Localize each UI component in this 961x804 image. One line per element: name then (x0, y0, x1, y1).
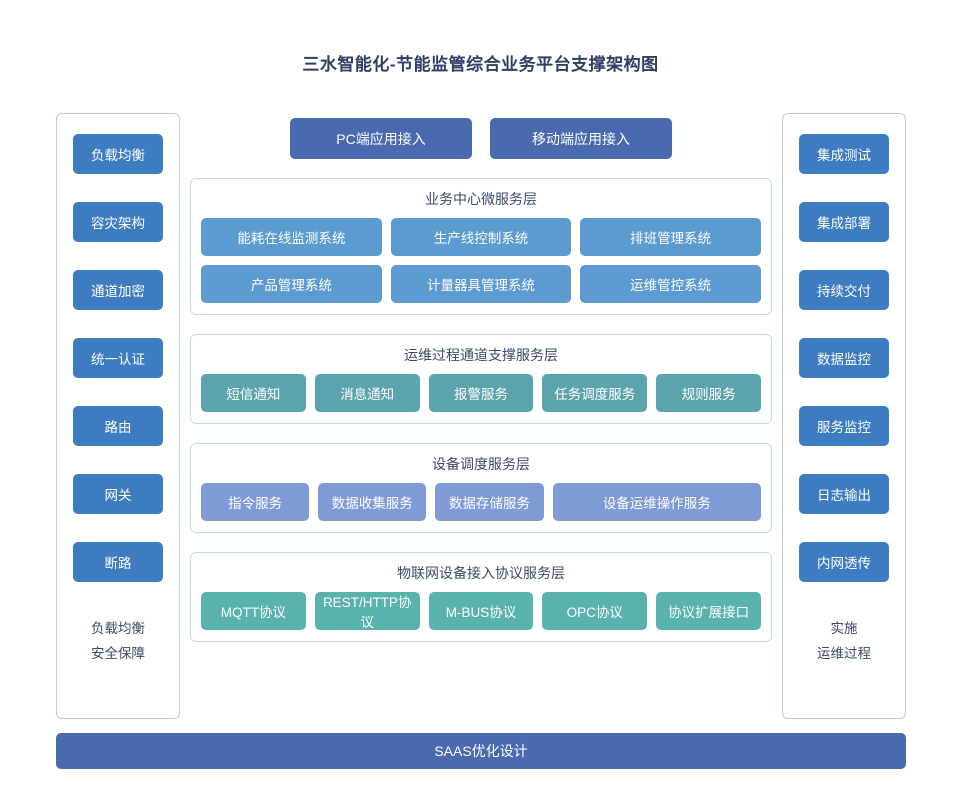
pc-access-button[interactable]: PC端应用接入 (290, 118, 472, 159)
layer-title-business-center: 业务中心微服务层 (425, 191, 537, 207)
sidebar-item-data-monitoring[interactable]: 数据监控 (799, 338, 889, 378)
sidebar-item-circuit-breaker[interactable]: 断路 (73, 542, 163, 582)
layer-title-device-scheduling: 设备调度服务层 (432, 456, 530, 472)
layer-title-ops-channel-support: 运维过程通道支撑服务层 (404, 347, 558, 363)
service-shift-management[interactable]: 排班管理系统 (580, 218, 762, 256)
sidebar-item-integration-test[interactable]: 集成测试 (799, 134, 889, 174)
layer-ops-channel-support: 运维过程通道支撑服务层 短信通知 消息通知 报警服务 任务调度服务 规则服务 (190, 334, 772, 424)
right-column-footer-line1: 实施 (830, 621, 858, 636)
protocol-mbus[interactable]: M-BUS协议 (428, 592, 534, 630)
sidebar-item-integration-deploy[interactable]: 集成部署 (799, 202, 889, 242)
sidebar-item-unified-auth[interactable]: 统一认证 (73, 338, 163, 378)
layer-device-scheduling: 设备调度服务层 指令服务 数据收集服务 数据存储服务 设备运维操作服务 (190, 443, 772, 533)
layer-business-center: 业务中心微服务层 能耗在线监测系统 生产线控制系统 排班管理系统 产品管理系统 … (190, 178, 772, 315)
protocol-rest-http[interactable]: REST/HTTP协议 (314, 592, 420, 630)
right-support-column: 集成测试 集成部署 持续交付 数据监控 服务监控 日志输出 内网透传 实施 运维… (782, 113, 906, 719)
right-column-footer: 实施 运维过程 (817, 616, 871, 666)
service-alarm[interactable]: 报警服务 (428, 374, 534, 412)
layer-title-iot-protocol-access: 物联网设备接入协议服务层 (397, 565, 565, 581)
center-stack: PC端应用接入 移动端应用接入 业务中心微服务层 能耗在线监测系统 生产线控制系… (190, 113, 772, 719)
layer-row: 产品管理系统 计量器具管理系统 运维管控系统 (201, 265, 762, 303)
service-product-management[interactable]: 产品管理系统 (201, 265, 382, 303)
sidebar-item-gateway[interactable]: 网关 (73, 474, 163, 514)
page-title: 三水智能化-节能监管综合业务平台支撑架构图 (302, 55, 659, 74)
sidebar-item-continuous-delivery[interactable]: 持续交付 (799, 270, 889, 310)
left-column-footer-line1: 负载均衡 (91, 621, 145, 636)
service-sms-notification[interactable]: 短信通知 (201, 374, 306, 412)
layer-iot-protocol-access: 物联网设备接入协议服务层 MQTT协议 REST/HTTP协议 M-BUS协议 … (190, 552, 772, 642)
service-ops-control[interactable]: 运维管控系统 (580, 265, 762, 303)
sidebar-item-service-monitoring[interactable]: 服务监控 (799, 406, 889, 446)
layer-row: 短信通知 消息通知 报警服务 任务调度服务 规则服务 (201, 374, 761, 412)
layer-row: MQTT协议 REST/HTTP协议 M-BUS协议 OPC协议 协议扩展接口 (201, 592, 761, 630)
saas-optimization-bar[interactable]: SAAS优化设计 (56, 733, 906, 769)
architecture-diagram: 负载均衡 容灾架构 通道加密 统一认证 路由 网关 断路 负载均衡 安全保障 P… (56, 113, 906, 719)
left-support-column: 负载均衡 容灾架构 通道加密 统一认证 路由 网关 断路 负载均衡 安全保障 (56, 113, 180, 719)
service-data-collection[interactable]: 数据收集服务 (318, 483, 427, 521)
right-column-footer-line2: 运维过程 (817, 646, 871, 661)
sidebar-item-channel-encryption[interactable]: 通道加密 (73, 270, 163, 310)
sidebar-item-intranet-tunneling[interactable]: 内网透传 (799, 542, 889, 582)
sidebar-item-load-balance[interactable]: 负载均衡 (73, 134, 163, 174)
layer-row: 指令服务 数据收集服务 数据存储服务 设备运维操作服务 (201, 483, 762, 521)
service-data-storage[interactable]: 数据存储服务 (435, 483, 544, 521)
service-task-scheduling[interactable]: 任务调度服务 (542, 374, 648, 412)
mobile-access-button[interactable]: 移动端应用接入 (490, 118, 672, 159)
service-metering-device-management[interactable]: 计量器具管理系统 (390, 265, 572, 303)
service-device-ops-operation[interactable]: 设备运维操作服务 (552, 483, 762, 521)
protocol-extension-interface[interactable]: 协议扩展接口 (656, 592, 761, 630)
layer-row: 能耗在线监测系统 生产线控制系统 排班管理系统 (201, 218, 762, 256)
service-production-line-control[interactable]: 生产线控制系统 (390, 218, 572, 256)
service-rule-engine[interactable]: 规则服务 (656, 374, 761, 412)
service-energy-monitoring[interactable]: 能耗在线监测系统 (201, 218, 382, 256)
sidebar-item-routing[interactable]: 路由 (73, 406, 163, 446)
protocol-mqtt[interactable]: MQTT协议 (201, 592, 306, 630)
service-message-notification[interactable]: 消息通知 (314, 374, 420, 412)
protocol-opc[interactable]: OPC协议 (542, 592, 648, 630)
sidebar-item-dr-architecture[interactable]: 容灾架构 (73, 202, 163, 242)
service-command[interactable]: 指令服务 (201, 483, 310, 521)
sidebar-item-log-output[interactable]: 日志输出 (799, 474, 889, 514)
application-access-row: PC端应用接入 移动端应用接入 (190, 113, 772, 159)
left-column-footer: 负载均衡 安全保障 (91, 616, 145, 666)
left-column-footer-line2: 安全保障 (91, 646, 145, 661)
